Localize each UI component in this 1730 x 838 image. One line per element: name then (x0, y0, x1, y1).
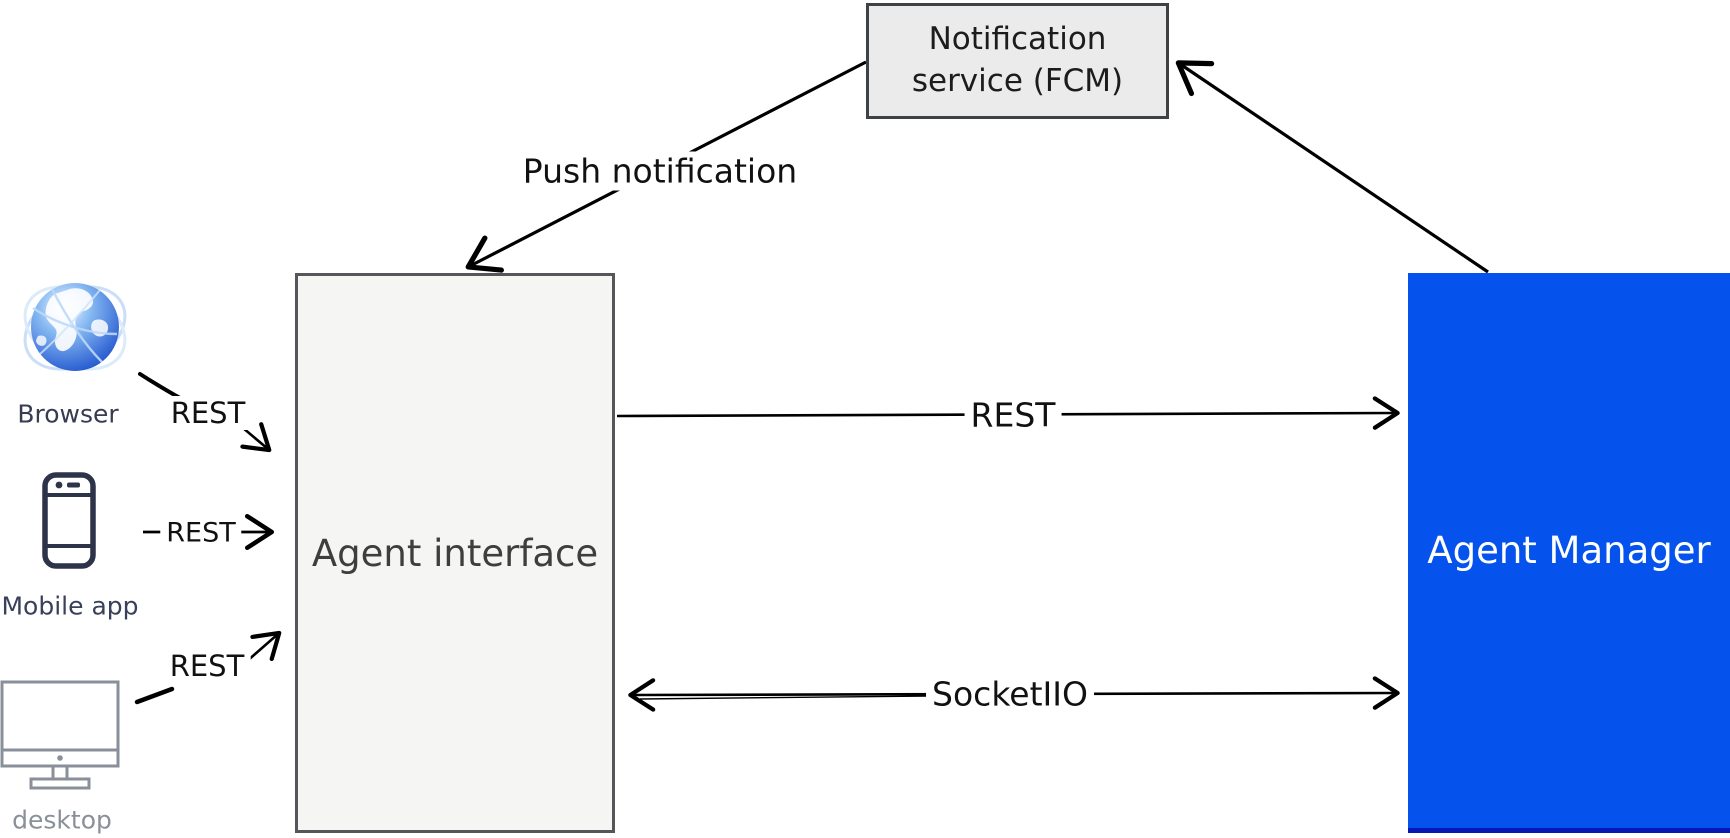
socket-edge-label: SocketIIO (926, 674, 1094, 714)
rest-desktop-edge-label: REST (163, 649, 251, 683)
desktop-rest-arrow (245, 630, 282, 663)
manager-to-notification-arrow (1175, 60, 1489, 274)
agent-manager-label: Agent Manager (1427, 529, 1711, 572)
notification-service-label-line2: service (FCM) (911, 63, 1124, 99)
agent-interface-label: Agent interface (311, 531, 599, 575)
desktop-rest-stroke (134, 686, 175, 705)
browser-client-label: Browser (17, 399, 119, 429)
agent-manager-node: Agent Manager (1408, 273, 1730, 833)
notification-service-node: Notification service (FCM) (866, 3, 1169, 119)
socket-arrow-double-stroke (639, 695, 929, 700)
globe-icon (23, 283, 127, 371)
browser-rest-arrow (240, 422, 272, 453)
browser-rest-stroke (138, 372, 182, 400)
rest-main-edge-label: REST (964, 395, 1062, 435)
rest-browser-edge-label: REST (164, 396, 252, 430)
smartphone-icon (42, 472, 96, 569)
rest-mobile-edge-label: REST (160, 517, 242, 549)
agent-interface-node: Agent interface (295, 273, 615, 833)
push-notification-edge-label: Push notification (516, 151, 804, 191)
mobile-app-client-label: Mobile app (1, 591, 139, 621)
monitor-icon (0, 680, 120, 790)
desktop-client-label: desktop (12, 805, 112, 835)
notification-service-label-line1: Notification (928, 21, 1107, 58)
